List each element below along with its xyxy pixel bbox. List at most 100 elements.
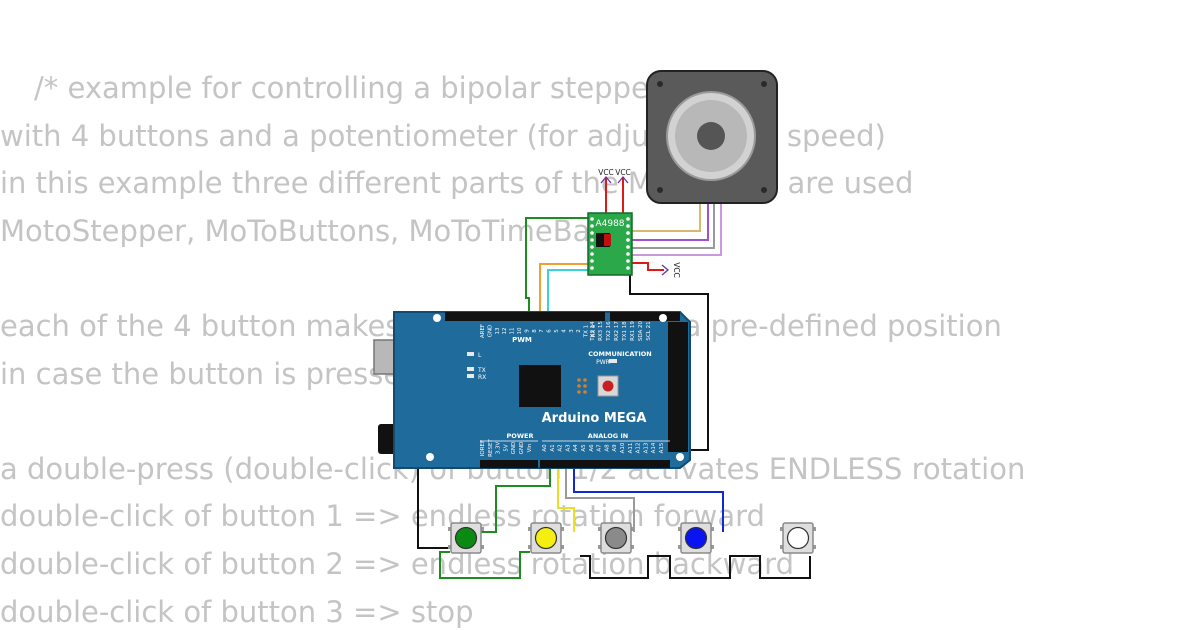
- analog-pin-label: A3: [565, 444, 571, 452]
- analog-pin-label: A0: [542, 444, 548, 452]
- power-pin-label: IOREF: [480, 440, 486, 456]
- power-pin-label: 3.3V: [496, 442, 502, 455]
- communication-label: COMMUNICATION: [588, 350, 651, 358]
- analog-pin-label: A14: [651, 442, 657, 453]
- header-analog: [540, 460, 670, 468]
- wire-black-gnd-bottom: [580, 555, 811, 579]
- power-pin-label: GND: [519, 442, 525, 455]
- wire-tan-coil: [632, 203, 701, 232]
- button-leg: [480, 527, 484, 531]
- driver-potentiometer: [604, 234, 611, 246]
- wire-yellow-btn: [557, 468, 575, 532]
- reset-button[interactable]: [602, 380, 614, 392]
- wire-red-vcc-3: [632, 262, 664, 271]
- top-pin-label: RX1 19: [630, 321, 636, 341]
- wires: [417, 178, 811, 579]
- button-cap[interactable]: [684, 526, 708, 550]
- top-pin-label: TX3 14: [590, 321, 596, 342]
- wire-black-gnd: [629, 274, 709, 451]
- vcc-text-3: VCC: [672, 262, 681, 278]
- code-line: MotoStepper, MoToButtons, MoToTimeBase: [0, 213, 624, 248]
- analog-label: ANALOG IN: [588, 432, 628, 440]
- top-pin-label: RX2 17: [614, 321, 620, 341]
- wire-gray-btn: [565, 468, 635, 532]
- top-pin-label: TX1 18: [622, 321, 628, 342]
- wire-gray-coil: [632, 203, 715, 249]
- analog-pin-label: A11: [628, 443, 634, 454]
- led-tx: [467, 367, 474, 371]
- button-cap[interactable]: [604, 526, 628, 550]
- analog-pin-label: A10: [620, 442, 626, 453]
- top-pin-label: 9: [524, 329, 530, 333]
- button-leg: [560, 527, 564, 531]
- analog-pin-label: A7: [597, 444, 603, 452]
- button-leg: [598, 545, 602, 549]
- code-line: double-click of button 2 => endless rota…: [0, 547, 794, 581]
- top-pin-label: 11: [510, 328, 516, 335]
- driver-pins-right: [626, 217, 630, 270]
- button-leg: [598, 527, 602, 531]
- header-top-right: [610, 312, 680, 321]
- pushbutton-yellow[interactable]: [528, 522, 564, 554]
- motor-screw-br: [761, 187, 767, 193]
- vcc-label-1: VCC: [598, 168, 614, 184]
- vcc-arrow-2: [617, 175, 629, 184]
- top-pin-label: 3: [569, 329, 575, 333]
- vcc-text-1: VCC: [598, 168, 614, 177]
- code-line: in case the button is pressed: [0, 356, 420, 391]
- button-leg: [630, 545, 634, 549]
- wire-purple-coil: [632, 203, 709, 241]
- led-rx-label: RX: [478, 374, 486, 381]
- icsp-header: [577, 378, 587, 394]
- buttons: [448, 522, 816, 554]
- power-label: POWER: [507, 432, 534, 440]
- button-cap[interactable]: [534, 526, 558, 550]
- header-right: [668, 322, 688, 452]
- led-l-label: L: [478, 352, 482, 359]
- vcc-label-2: VCC: [615, 168, 631, 184]
- button-leg: [560, 545, 564, 549]
- board-name: Arduino MEGA: [542, 411, 647, 426]
- vcc-arrow-1: [600, 175, 612, 184]
- button-cap[interactable]: [786, 526, 810, 550]
- button-leg: [528, 545, 532, 549]
- button-leg: [780, 545, 784, 549]
- top-pin-label: 10: [517, 327, 523, 334]
- wire-cyan-enable: [547, 269, 588, 318]
- analog-pin-label: A5: [581, 444, 587, 452]
- pushbutton-green[interactable]: [448, 522, 484, 554]
- button-leg: [780, 527, 784, 531]
- top-pin-label: 6: [547, 329, 553, 333]
- pushbutton-white[interactable]: [780, 522, 816, 554]
- mount-hole-3: [426, 453, 434, 461]
- motor-shaft: [697, 122, 725, 150]
- vcc-label-3: VCC: [661, 262, 681, 278]
- button-leg: [480, 545, 484, 549]
- wire-green-gnd-bottom: [439, 551, 530, 579]
- a4988-driver[interactable]: A4988: [587, 212, 633, 276]
- mount-hole-4: [676, 453, 684, 461]
- top-pin-label: 7: [539, 329, 545, 333]
- analog-pin-label: A13: [643, 442, 649, 453]
- wire-green-btn: [480, 468, 551, 533]
- pwm-label: PWM: [512, 336, 532, 344]
- led-tx-label: TX: [477, 367, 486, 374]
- button-leg: [448, 545, 452, 549]
- power-pin-label: Vin: [527, 443, 533, 452]
- button-cap[interactable]: [454, 526, 478, 550]
- pushbutton-blue[interactable]: [678, 522, 714, 554]
- button-leg: [710, 527, 714, 531]
- button-leg: [528, 527, 532, 531]
- led-l: [467, 352, 474, 356]
- top-pin-label: SDA 20: [638, 320, 644, 341]
- pushbutton-gray[interactable]: [598, 522, 634, 554]
- mcu-chip: [519, 365, 561, 407]
- code-line: /* example for controlling a bipolar ste…: [34, 71, 757, 105]
- code-line: double-click of button 3 => stop: [0, 594, 474, 629]
- stepper-motor[interactable]: [646, 70, 778, 204]
- pwr-led: [609, 359, 617, 363]
- pwr-label: PWR: [596, 359, 610, 366]
